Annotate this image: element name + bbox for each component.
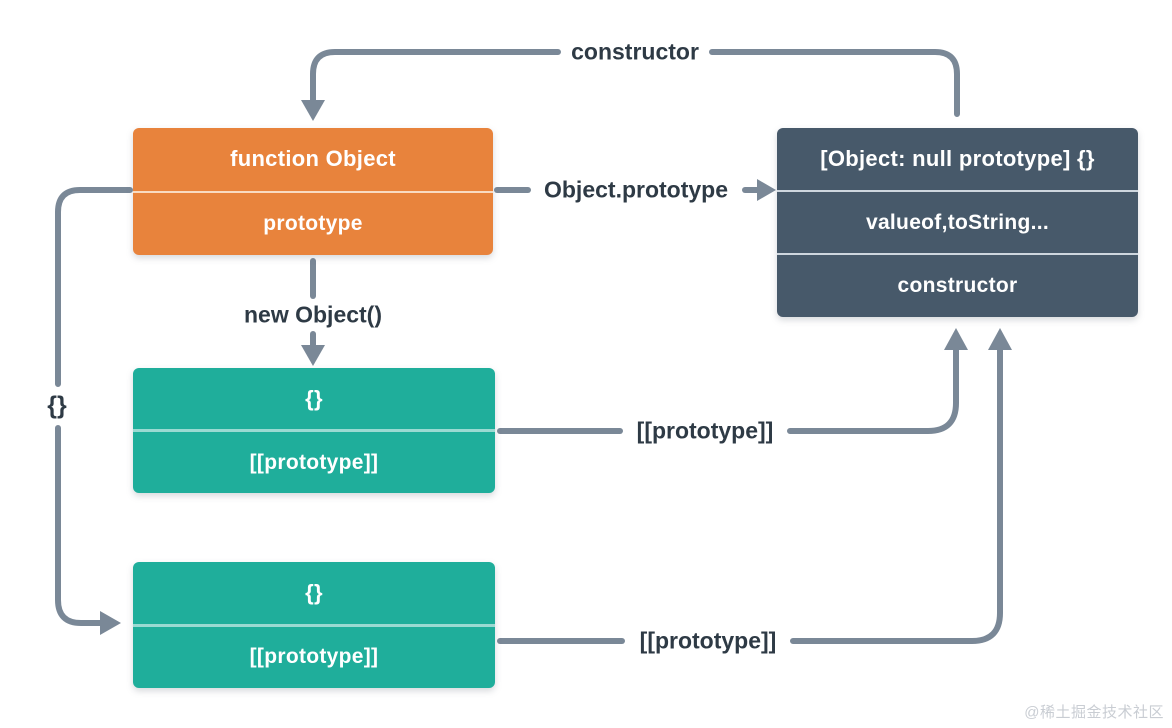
null-prototype-constructor-row: constructor bbox=[777, 253, 1138, 317]
empty-object-left-path-bottom bbox=[55, 425, 103, 626]
null-prototype-title: [Object: null prototype] {} bbox=[820, 145, 1095, 171]
object-prototype-arrowhead-right bbox=[757, 179, 776, 201]
watermark: @稀土掘金技术社区 bbox=[1024, 704, 1164, 721]
prototype-mid-path bbox=[787, 347, 959, 434]
null-prototype-methods-row: valueof,toString... bbox=[777, 189, 1138, 254]
new-object-arrowhead-down bbox=[301, 345, 325, 366]
instance-bottom-title: {} bbox=[305, 579, 323, 605]
box-instance-mid: {} [[prototype]] bbox=[133, 368, 495, 493]
empty-object-left-path-top bbox=[55, 187, 133, 387]
instance-mid-prototype-row: [[prototype]] bbox=[133, 429, 495, 493]
function-object-title: function Object bbox=[230, 146, 396, 172]
instance-mid-title: {} bbox=[305, 385, 323, 411]
box-function-object: function Object prototype bbox=[133, 128, 493, 255]
instance-bottom-prototype-row: [[prototype]] bbox=[133, 623, 495, 689]
constructor-arrow-right-path bbox=[709, 49, 960, 117]
empty-object-arrowhead-right bbox=[100, 611, 121, 635]
new-object-edge-label: new Object() bbox=[239, 301, 387, 329]
constructor-edge-label: constructor bbox=[567, 38, 703, 66]
box-instance-bottom: {} [[prototype]] bbox=[133, 562, 495, 688]
empty-object-edge-label: {} bbox=[43, 391, 71, 421]
prototype-mid-edge-label: [[prototype]] bbox=[632, 417, 778, 445]
prototype-mid-arrowhead-up bbox=[944, 328, 968, 350]
constructor-arrow-left-path bbox=[310, 49, 561, 103]
object-prototype-edge-label: Object.prototype bbox=[539, 176, 733, 204]
prototype-bottom-edge-label: [[prototype]] bbox=[635, 627, 781, 655]
box-null-prototype-object: [Object: null prototype] {} valueof,toSt… bbox=[777, 128, 1138, 317]
constructor-arrowhead-down bbox=[301, 100, 325, 121]
function-object-prototype-row: prototype bbox=[133, 190, 493, 256]
prototype-bottom-arrowhead-up bbox=[988, 328, 1012, 350]
prototype-bottom-path bbox=[790, 347, 1003, 644]
